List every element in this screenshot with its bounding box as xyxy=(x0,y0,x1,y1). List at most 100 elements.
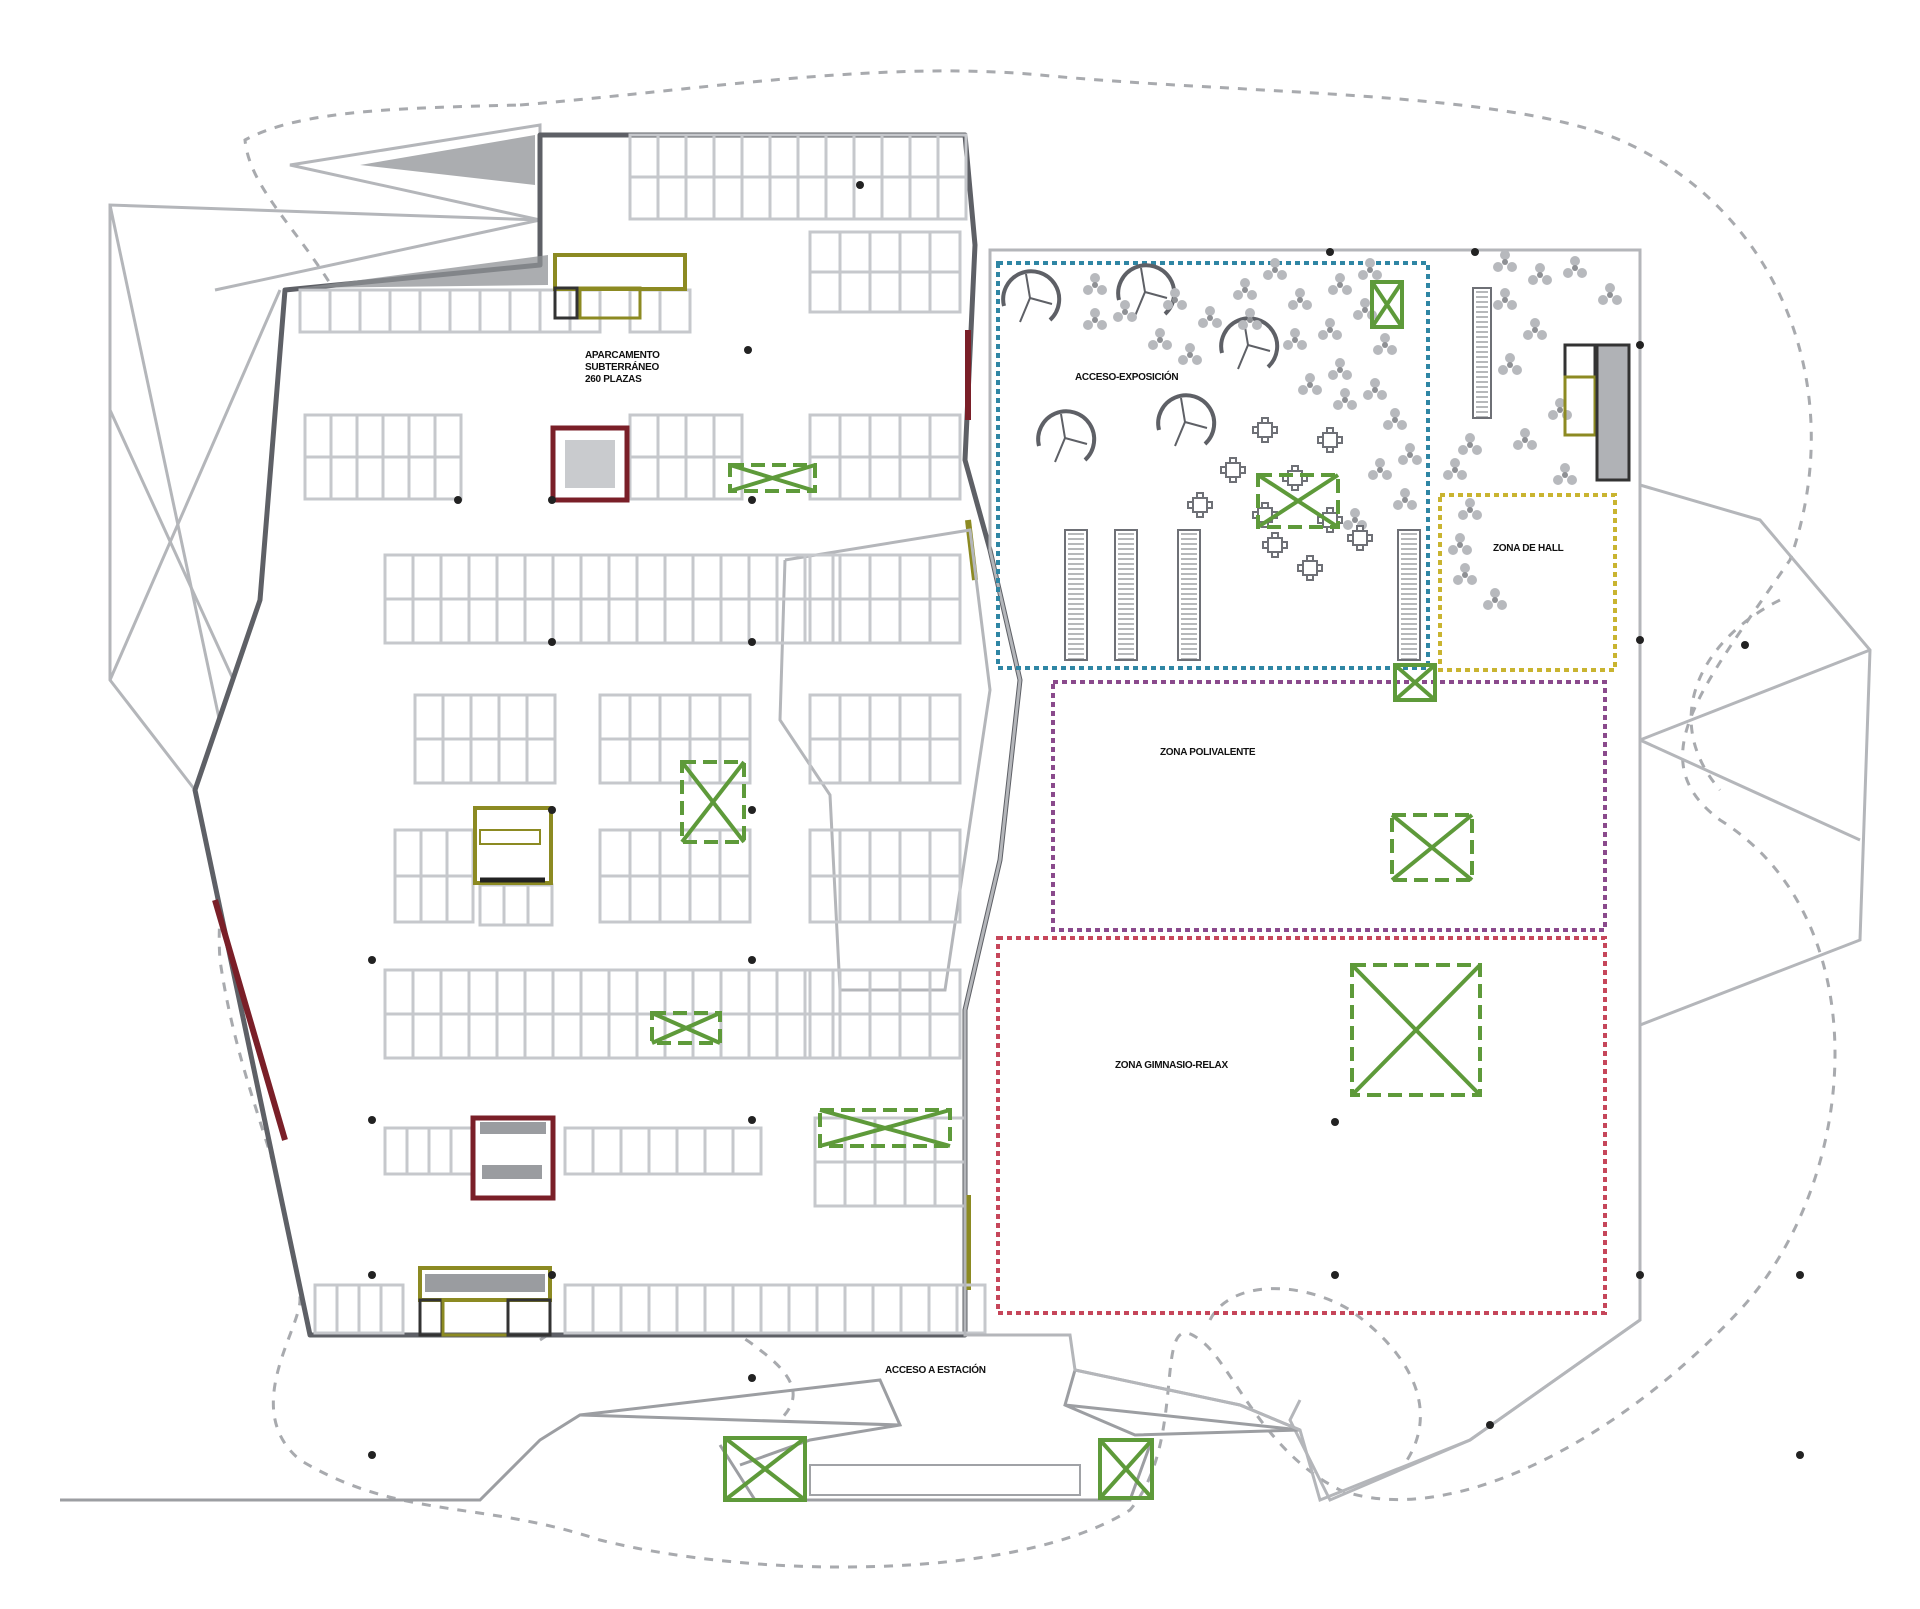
plant-leaf xyxy=(1455,533,1465,543)
display-screen xyxy=(1219,316,1280,369)
plant-icon xyxy=(1198,306,1222,328)
plant-stem xyxy=(1457,542,1463,548)
cafe-table xyxy=(1192,497,1208,513)
column-dot xyxy=(748,1116,756,1124)
parking-stall xyxy=(928,737,962,785)
cafe-chair xyxy=(1326,507,1334,514)
skylight-voids xyxy=(650,280,1482,1502)
plant-leaf xyxy=(1148,340,1158,350)
plant-leaf xyxy=(1288,300,1298,310)
plant-icon xyxy=(1318,318,1342,340)
plant-stem xyxy=(1187,352,1193,358)
plant-leaf xyxy=(1090,273,1100,283)
skylight-cross xyxy=(1390,813,1474,882)
benches xyxy=(1064,287,1492,661)
plant-stem xyxy=(1292,337,1298,343)
plant-leaf xyxy=(1400,488,1410,498)
plant-stem xyxy=(1092,317,1098,323)
plant-leaf xyxy=(1382,470,1392,480)
plant-leaf xyxy=(1342,370,1352,380)
plant-stem xyxy=(1337,282,1343,288)
plant-stem xyxy=(1392,417,1398,423)
skylight-void xyxy=(723,1436,807,1502)
plant-leaf xyxy=(1247,290,1257,300)
parking-stall xyxy=(433,455,463,501)
plant-leaf xyxy=(1360,298,1370,308)
plant-stem xyxy=(1247,317,1253,323)
plant-leaf xyxy=(1448,545,1458,555)
plant-leaf xyxy=(1537,330,1547,340)
cafe-chair xyxy=(1239,466,1246,474)
plant-leaf xyxy=(1567,475,1577,485)
skylight-frame xyxy=(1098,1438,1154,1500)
plant-stem xyxy=(1272,267,1278,273)
plant-leaf xyxy=(1553,475,1563,485)
plant-leaf xyxy=(1453,575,1463,585)
plant-leaf xyxy=(1528,275,1538,285)
plant-stem xyxy=(1337,367,1343,373)
display-screen-divider xyxy=(1060,413,1066,439)
skylight-frame xyxy=(1256,473,1340,529)
plant-leaf xyxy=(1083,285,1093,295)
column-dot xyxy=(548,496,556,504)
cafe-chair xyxy=(1206,501,1213,509)
plant-leaf xyxy=(1212,318,1222,328)
plant-stem xyxy=(1507,362,1513,368)
plant-icon xyxy=(1458,433,1482,455)
plant-leaf xyxy=(1083,320,1093,330)
parking-stalls xyxy=(298,133,987,1335)
cafe-chair xyxy=(1316,564,1323,572)
plant-icon xyxy=(1498,353,1522,375)
plant-icon xyxy=(1528,263,1552,285)
column-dot xyxy=(548,806,556,814)
plant-leaf xyxy=(1358,270,1368,280)
plant-stem xyxy=(1372,387,1378,393)
plant-leaf xyxy=(1530,318,1540,328)
plant-leaf xyxy=(1368,470,1378,480)
cafe-chair xyxy=(1291,465,1299,472)
parking-stall xyxy=(955,1283,987,1335)
skylight-cross xyxy=(1256,473,1340,529)
plant-stem xyxy=(1607,292,1613,298)
column-dot xyxy=(1331,1271,1339,1279)
column-dot xyxy=(856,181,864,189)
plant-leaf xyxy=(1500,288,1510,298)
plant-stem xyxy=(1462,572,1468,578)
plant-icon xyxy=(1448,533,1472,555)
plant-leaf xyxy=(1577,268,1587,278)
label-multipurpose: ZONA POLIVALENTE xyxy=(1160,747,1256,758)
plant-icon xyxy=(1233,278,1257,300)
skylight-frame xyxy=(728,463,817,493)
display-screen-divider xyxy=(1064,437,1088,445)
plant-stem xyxy=(1402,497,1408,503)
bench xyxy=(1114,529,1138,661)
plant-stem xyxy=(1502,297,1508,303)
skylight-void xyxy=(1350,963,1482,1097)
plant-icon xyxy=(1288,288,1312,310)
stair-core-east xyxy=(1563,343,1631,482)
display-screen xyxy=(1036,409,1097,462)
parking-stall xyxy=(712,455,744,501)
label-exhibition: ACCESO-EXPOSICIÓN xyxy=(1075,372,1179,383)
column-dot xyxy=(748,806,756,814)
skylight-void xyxy=(1390,813,1474,882)
plant-leaf xyxy=(1198,318,1208,328)
plant-leaf xyxy=(1353,310,1363,320)
plant-leaf xyxy=(1563,268,1573,278)
column-dot xyxy=(368,1271,376,1279)
column-dot xyxy=(748,638,756,646)
plant-icon xyxy=(1383,408,1407,430)
plant-stem xyxy=(1532,327,1538,333)
parking-stall xyxy=(928,455,962,501)
zone-gym xyxy=(996,936,1607,1315)
plant-leaf xyxy=(1297,340,1307,350)
plant-leaf xyxy=(1312,385,1322,395)
plant-leaf xyxy=(1483,600,1493,610)
plant-leaf xyxy=(1462,545,1472,555)
parking-stall xyxy=(928,270,962,314)
plant-leaf xyxy=(1443,470,1453,480)
parking-stall xyxy=(928,1012,962,1060)
column-dot xyxy=(368,1116,376,1124)
plant-leaf xyxy=(1500,250,1510,260)
column-dot xyxy=(1636,636,1644,644)
